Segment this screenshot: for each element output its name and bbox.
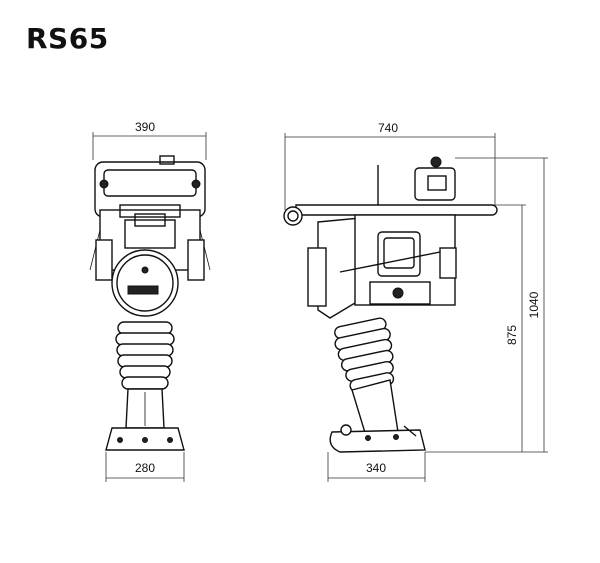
front-view: 390 bbox=[89, 120, 211, 482]
length-top-label: 740 bbox=[378, 121, 398, 135]
width-top-label: 390 bbox=[135, 120, 155, 134]
height-total-label: 1040 bbox=[527, 291, 541, 318]
side-leg bbox=[351, 379, 399, 437]
side-handle-bar bbox=[295, 204, 498, 216]
front-round-cover bbox=[111, 249, 179, 317]
height-plate-label: 875 bbox=[505, 325, 519, 345]
side-view: 740 bbox=[283, 121, 548, 482]
length-base-label: 340 bbox=[366, 461, 386, 475]
side-bellows bbox=[334, 317, 395, 393]
model-title: RS65 bbox=[26, 22, 109, 55]
side-base-plate bbox=[329, 429, 426, 453]
front-bellows bbox=[115, 321, 175, 390]
width-base-label: 280 bbox=[135, 461, 155, 475]
